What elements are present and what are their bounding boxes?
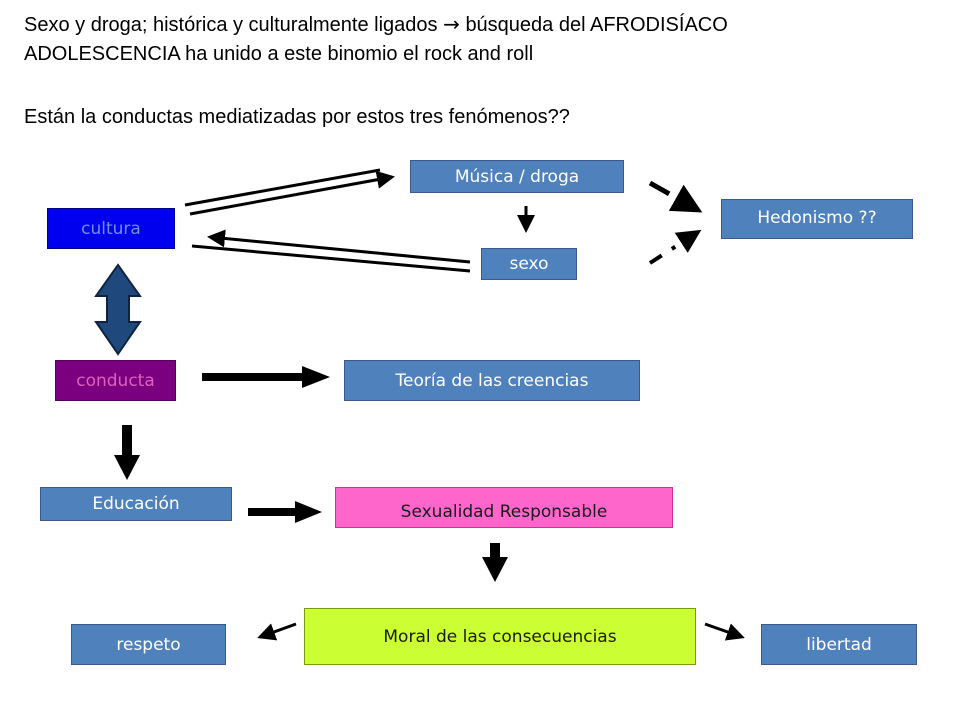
node-cultura: cultura: [47, 208, 175, 249]
header-arrow-icon: →: [443, 12, 460, 36]
node-libertad: libertad: [761, 624, 917, 665]
conducta-to-educacion-arrow: [114, 425, 140, 480]
node-sexo: sexo: [481, 248, 577, 280]
header-line-1-text: Sexo y droga; histórica y culturalmente …: [24, 14, 438, 36]
sexo-to-hedonismo-arrow: [648, 229, 702, 265]
node-teoria: Teoría de las creencias: [344, 360, 640, 401]
node-moral: Moral de las consecuencias: [304, 608, 696, 665]
moral-to-respeto-arrow: [257, 622, 297, 641]
node-respeto: respeto: [71, 624, 226, 665]
musica-to-hedonismo-arrow: [648, 180, 703, 213]
node-conducta: conducta: [55, 360, 176, 401]
educacion-to-sexualidad-arrow: [248, 501, 322, 523]
node-hedonismo: Hedonismo ??: [721, 199, 913, 239]
node-sexualidad: Sexualidad Responsable: [335, 487, 673, 528]
node-educacion: Educación: [40, 487, 232, 521]
cultura-to-musica-arrow: [184, 168, 395, 216]
sexualidad-to-moral-arrow: [482, 543, 508, 582]
header-line-2: ADOLESCENCIA ha unido a este binomio el …: [24, 43, 534, 65]
node-musica-droga: Música / droga: [410, 160, 624, 193]
header-line-1: Sexo y droga; histórica y culturalmente …: [24, 12, 728, 37]
sexo-to-cultura-arrow: [191, 229, 471, 273]
moral-to-libertad-arrow: [704, 622, 745, 641]
conducta-to-teoria-arrow: [202, 366, 330, 388]
header-line-1-tail: búsqueda del AFRODISÍACO: [465, 14, 728, 36]
cultura-conducta-double-arrow: [94, 263, 142, 356]
header-question: Están la conductas mediatizadas por esto…: [24, 106, 570, 128]
